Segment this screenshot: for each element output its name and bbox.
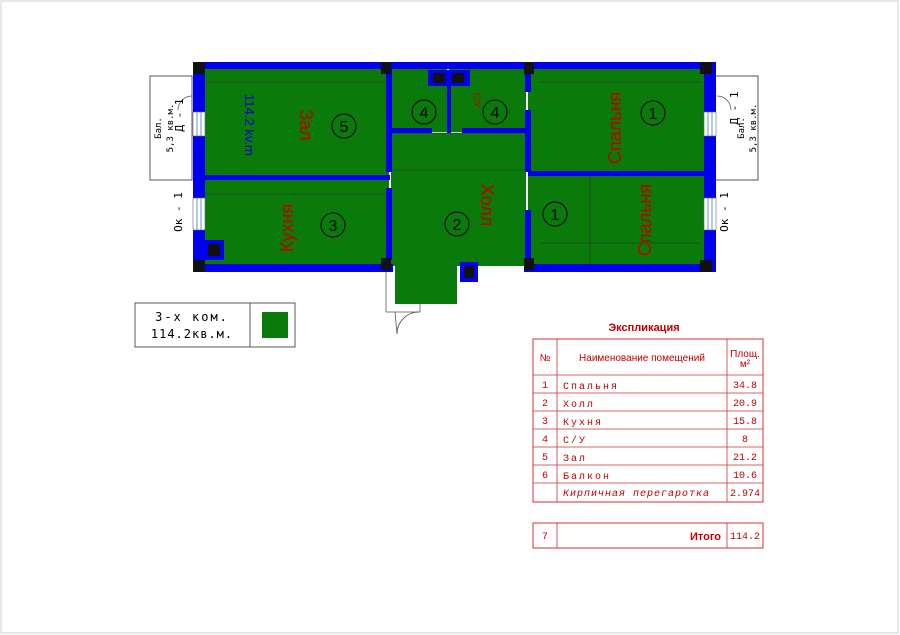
row-area: 34.8 [733,381,757,392]
room-hall-corridor-fill [395,266,457,304]
room-number-circle-3 [320,212,346,238]
row-no: 3 [542,417,548,428]
row-area: 21.2 [733,453,757,464]
room-label-bedroom-top: Спальня [605,92,625,164]
row-name: Кухня [563,418,603,429]
room-zal-fill [197,68,389,176]
table-row: 4 С/У 8 [542,435,748,447]
row-name: Балкон [563,472,611,483]
room-number-circle-1-bottom [542,201,568,227]
area-label: 114.2 kv.m [242,94,257,156]
floor-plan [149,62,759,335]
balcony-left-outline [149,75,193,181]
legend-line1: 3-х ком. [155,310,229,324]
room-bedroom-top-fill [528,68,704,174]
room-number-5: 5 [340,119,349,136]
table-row: 3 Кухня 15.8 [542,417,757,429]
row-area: 10.6 [733,471,757,482]
room-bedroom-bottom-fill [528,174,704,266]
room-number-4-left: 4 [420,105,429,122]
balcony-left-door: Д - 1 [173,98,186,131]
room-hall-fill [391,133,526,266]
balcony-right-outline [709,75,759,181]
legend-line2: 114.2кв.м. [151,327,233,341]
total-frame [532,522,764,549]
room-label-zal: Зал [296,109,316,140]
room-number-circle-2 [444,211,470,237]
table-row: 2 Холл 20.9 [542,399,757,411]
row-name: Спальня [563,382,619,393]
table-header-area2: м² [740,359,751,370]
room-label-kitchen: Кухня [277,204,297,252]
balcony-left-area: 5,3 кв.м. [166,104,176,153]
room-label-wc: С/У [472,93,482,108]
table-row: 5 Зал 21.2 [542,453,757,465]
room-number-1-bottom: 1 [551,207,560,224]
row-area: 2.974 [730,489,760,500]
legend-swatch [262,312,288,338]
balcony-right-title: Бал. [737,117,747,139]
room-kitchen-fill [197,180,389,266]
row-area: 20.9 [733,399,757,410]
balcony-right-area: 5,3 кв.м. [749,104,759,153]
row-name: С/У [563,435,587,447]
room-number-circle-1-top [640,100,666,126]
table-frame [532,338,764,503]
room-number-circle-5 [331,113,357,139]
room-number-4-right: 4 [491,105,500,122]
room-label-hall: Холл [477,184,497,226]
room-label-bedroom-bottom: Спальня [635,184,655,256]
room-number-2: 2 [453,217,462,234]
room-number-1-top: 1 [649,106,658,123]
room-labels: Зал 114.2 kv.m Кухня Холл Спальня Спальн… [242,92,655,256]
room-number-circle-4-right [482,99,508,125]
explication-table: Экспликация № Наименование помещений Пло… [532,322,764,549]
table-row: Кирпичная перегаротка 2.974 [563,489,760,500]
row-name: Зал [563,454,587,465]
total-no: 7 [542,532,548,543]
row-no: 5 [542,453,548,464]
annotations: Бал. 5,3 кв.м. Д - 1 Бал. 5,3 кв.м. Д - … [154,91,759,231]
table-header-name: Наименование помещений [579,353,705,364]
table-header-no: № [540,353,551,364]
row-no: 1 [542,381,548,392]
row-area: 15.8 [733,417,757,428]
row-no: 6 [542,471,548,482]
row-name: Холл [563,400,595,411]
table-row: 1 Спальня 34.8 [542,381,757,393]
table-title: Экспликация [608,322,679,334]
room-number-3: 3 [329,218,338,235]
total-label: Итого [690,531,721,543]
row-no: 4 [542,435,548,446]
balcony-right-door: Д - 1 [728,91,741,124]
window-left-label: Ок - 1 [172,192,185,232]
room-numbers: 5 3 2 1 1 4 4 [320,99,666,238]
total-value: 114.2 [730,532,760,543]
row-name: Кирпичная перегаротка [563,489,710,500]
legend: 3-х ком. 114.2кв.м. [134,302,296,348]
table-row: 6 Балкон 10.6 [542,471,757,483]
balcony-left-title: Бал. [154,117,164,139]
window-right-label: Ок - 1 [718,192,731,232]
row-no: 2 [542,399,548,410]
row-area: 8 [742,435,748,446]
room-number-circle-4-left [411,99,437,125]
table-header-area1: Площ. [730,349,760,360]
